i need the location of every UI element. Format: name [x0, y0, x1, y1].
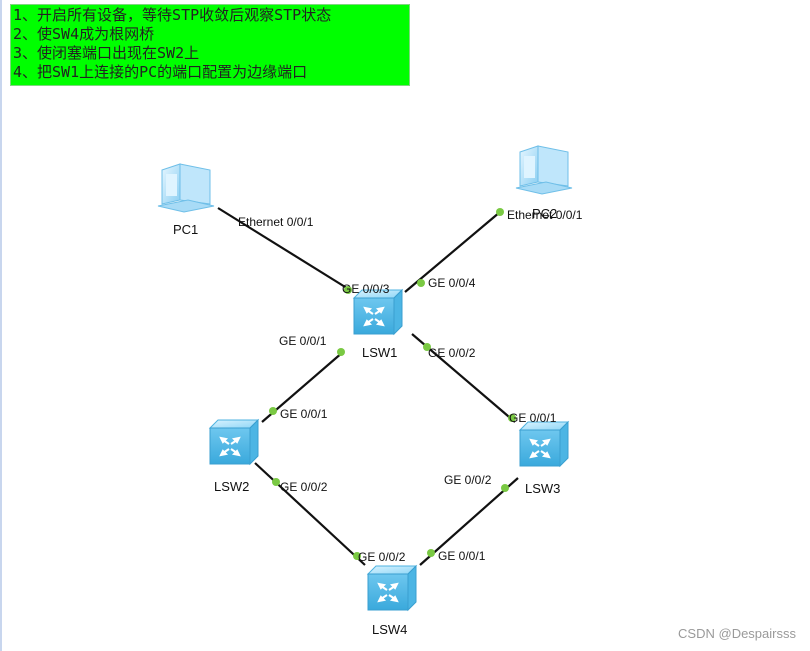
link-pc2-lsw1 — [404, 211, 501, 293]
port-dots — [269, 208, 516, 560]
lsw1-switch-icon[interactable] — [353, 289, 403, 335]
lsw3-switch-icon[interactable] — [519, 421, 569, 467]
link-pc1-lsw1 — [217, 207, 351, 291]
pc2-port-label: Ethernet 0/0/1 — [507, 208, 583, 222]
pc2-label: PC2 — [532, 206, 557, 221]
lsw3-ge001-label: GE 0/0/1 — [509, 411, 557, 425]
task-item-4: 4、把SW1上连接的PC的端口配置为边缘端口 — [13, 63, 308, 81]
port-dot — [423, 343, 431, 351]
port-dot — [337, 348, 345, 356]
lsw2-ge002-label: GE 0/0/2 — [280, 480, 328, 494]
port-dot — [417, 279, 425, 287]
port-dot — [353, 552, 361, 560]
task-list: 1、开启所有设备，等待STP收敛后观察STP状态 2、使SW4成为根网桥 3、使… — [10, 4, 410, 86]
lsw2-label: LSW2 — [214, 479, 249, 494]
lsw3-ge002-label: GE 0/0/2 — [444, 473, 492, 487]
task-item-3: 3、使闭塞端口出现在SW2上 — [13, 44, 200, 62]
lsw1-ge002-label: GE 0/0/2 — [428, 346, 476, 360]
port-dot — [496, 208, 504, 216]
lsw1-ge001-label: GE 0/0/1 — [279, 334, 327, 348]
lsw3-label: LSW3 — [525, 481, 560, 496]
link-lsw2-lsw4 — [254, 462, 366, 566]
port-dot — [427, 549, 435, 557]
port-dot — [272, 478, 280, 486]
port-dot — [508, 414, 516, 422]
port-dot — [501, 484, 509, 492]
port-dot — [344, 286, 352, 294]
pc1-icon[interactable] — [157, 163, 215, 213]
port-dot — [269, 407, 277, 415]
lsw1-ge003-label: GE 0/0/3 — [342, 282, 390, 296]
pc1-label: PC1 — [173, 222, 198, 237]
task-item-2: 2、使SW4成为根网桥 — [13, 25, 155, 43]
lsw4-switch-icon[interactable] — [367, 565, 417, 611]
lsw4-ge001-label: GE 0/0/1 — [438, 549, 486, 563]
left-border — [0, 0, 2, 651]
lsw2-switch-icon[interactable] — [209, 419, 259, 465]
lsw2-ge001-label: GE 0/0/1 — [280, 407, 328, 421]
lsw4-label: LSW4 — [372, 622, 407, 637]
links — [217, 207, 519, 566]
task-item-1: 1、开启所有设备，等待STP收敛后观察STP状态 — [13, 6, 332, 24]
watermark: CSDN @Despairsss — [678, 626, 796, 641]
lsw1-ge004-label: GE 0/0/4 — [428, 276, 476, 290]
pc1-port-label: Ethernet 0/0/1 — [238, 215, 314, 229]
lsw4-ge002-label: GE 0/0/2 — [358, 550, 406, 564]
link-lsw3-lsw4 — [419, 477, 519, 566]
pc2-icon[interactable] — [515, 145, 573, 195]
lsw1-label: LSW1 — [362, 345, 397, 360]
